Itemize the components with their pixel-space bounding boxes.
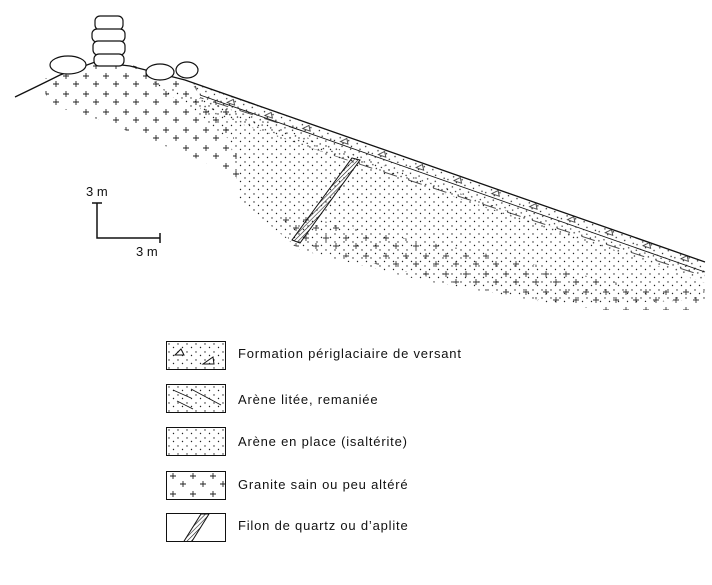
scale-horizontal-label: 3 m (136, 244, 158, 259)
legend-swatch-dyke (166, 513, 226, 542)
quartz-dyke (291, 157, 361, 244)
legend-label-arena-in-place: Arène en place (isaltérite) (238, 434, 408, 449)
layer-boundary (199, 94, 706, 273)
granite-zone-lower (280, 210, 705, 310)
legend-label-bedded-arena: Arène litée, remaniée (238, 392, 379, 407)
scale-bar (92, 202, 161, 243)
legend-swatch-periglacial (166, 341, 226, 370)
legend-label-granite: Granite sain ou peu altéré (238, 477, 409, 492)
granite-zone (40, 60, 240, 180)
legend-swatch-bedded-arena (166, 384, 226, 413)
legend-swatch-arena-in-place (166, 427, 226, 456)
legend-swatch-granite (166, 471, 226, 500)
legend-label-periglacial: Formation périglaciaire de versant (238, 346, 462, 361)
granite-tor (49, 15, 199, 81)
scale-vertical-label: 3 m (86, 184, 108, 199)
legend-label-dyke: Filon de quartz ou d’aplite (238, 518, 409, 533)
bedded-arena-zone (200, 95, 705, 283)
periglacial-zone (190, 82, 705, 272)
